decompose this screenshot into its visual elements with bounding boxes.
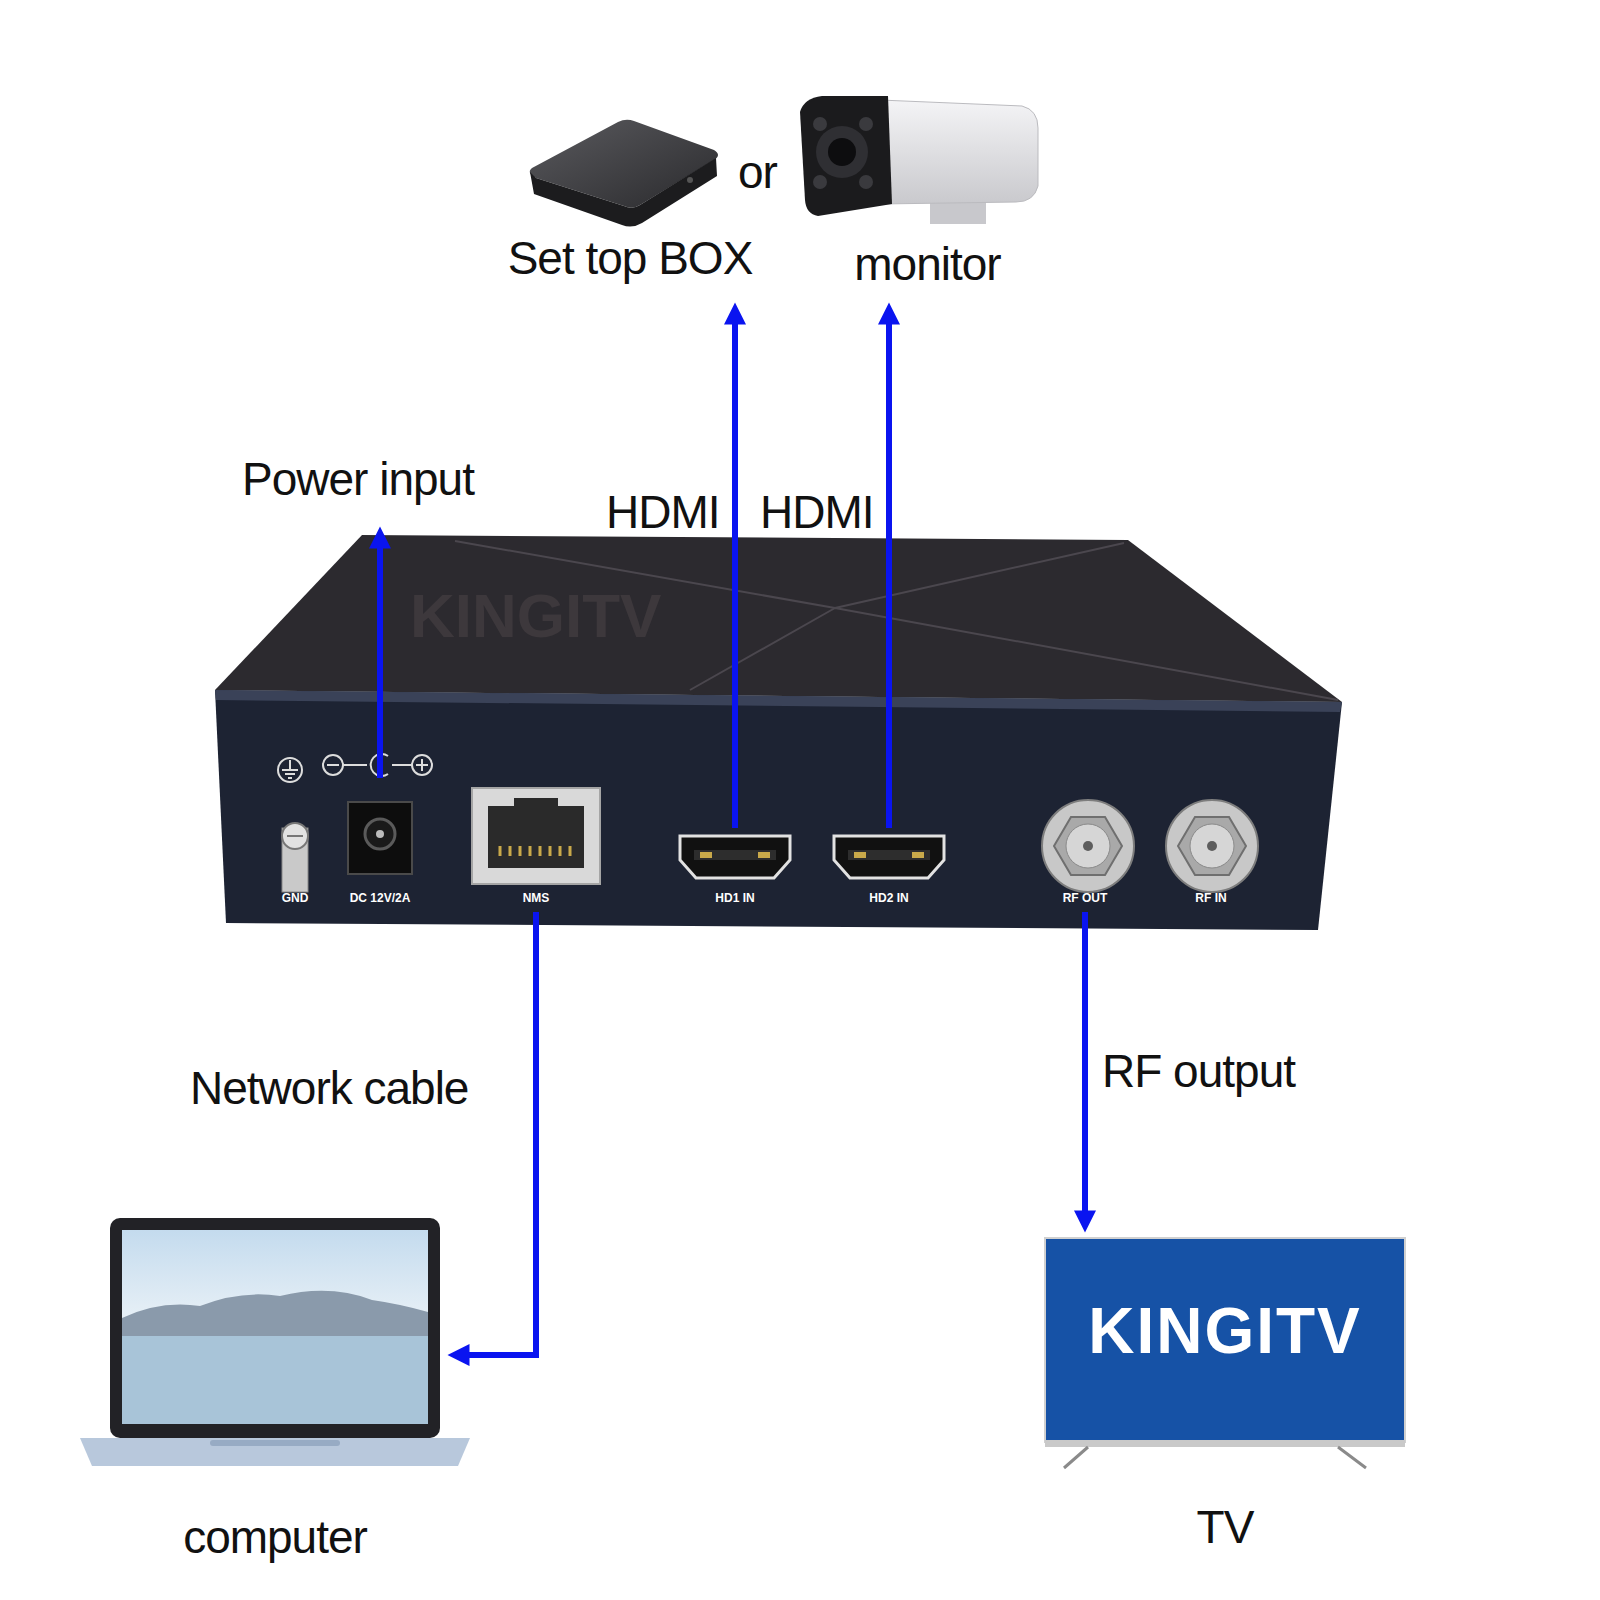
tv: KINGITV TV bbox=[1045, 1235, 1405, 1555]
laptop-screen bbox=[122, 1230, 428, 1424]
edge-label: HDMI bbox=[760, 486, 874, 539]
polarity-symbol bbox=[416, 759, 428, 771]
hdmi-input: HD2 IN bbox=[826, 828, 952, 912]
tv-stand bbox=[1064, 1447, 1366, 1468]
box-side bbox=[530, 158, 717, 227]
rj45-pins bbox=[500, 846, 570, 856]
ground-screw-slot bbox=[287, 835, 303, 837]
tv-drawing bbox=[1045, 1238, 1405, 1468]
free-label: Power input bbox=[242, 453, 474, 506]
hdmi-port bbox=[680, 836, 790, 878]
power-port: DC 12V/2A bbox=[335, 795, 425, 912]
camera-led bbox=[813, 117, 827, 131]
rj45-port bbox=[472, 788, 600, 884]
set-top-box: Set top BOX bbox=[495, 110, 765, 300]
camera-monitor: monitor bbox=[800, 90, 1055, 300]
camera-led bbox=[813, 175, 827, 189]
signal-cable bbox=[732, 316, 738, 828]
node-text: NMS bbox=[456, 892, 616, 906]
dc-jack bbox=[348, 802, 412, 874]
polarity-symbol bbox=[412, 755, 432, 775]
hdmi-contact bbox=[854, 852, 866, 858]
hdmi-tongue bbox=[848, 850, 930, 860]
polarity-symbol bbox=[327, 764, 412, 766]
device-front bbox=[215, 690, 1342, 930]
tv-screen bbox=[1045, 1238, 1405, 1442]
computer: computer bbox=[75, 1215, 445, 1570]
signal-cable bbox=[1082, 912, 1088, 1219]
rf-barrel bbox=[1066, 824, 1110, 868]
edge-label: Network cable bbox=[190, 1062, 468, 1115]
hdmi-contact bbox=[912, 852, 924, 858]
camera-lens bbox=[816, 126, 868, 178]
hdmi-tongue bbox=[694, 850, 776, 860]
laptop-notch bbox=[210, 1440, 340, 1446]
hdmi-port bbox=[834, 836, 944, 878]
tv-bezel bbox=[1045, 1440, 1405, 1447]
laptop-drawing bbox=[80, 1218, 470, 1466]
camera-led bbox=[859, 175, 873, 189]
power-wire bbox=[377, 540, 383, 778]
hdmi-contact bbox=[700, 852, 712, 858]
node-text: monitor bbox=[800, 238, 1055, 291]
camera-led bbox=[859, 117, 873, 131]
device-drawing bbox=[215, 535, 1342, 930]
camera-body bbox=[880, 100, 1038, 204]
rf-pin bbox=[1083, 841, 1093, 851]
rf-connector bbox=[1166, 800, 1258, 892]
rf-barrel bbox=[1190, 824, 1234, 868]
rf-output-port: RF OUT bbox=[1035, 795, 1135, 912]
node-text: KINGITV bbox=[410, 580, 750, 651]
node-text: TV bbox=[1045, 1501, 1405, 1554]
rf-connector bbox=[1042, 800, 1134, 892]
signal-cable bbox=[886, 316, 892, 828]
rf-input-port: RF IN bbox=[1160, 795, 1262, 912]
signal-cable bbox=[461, 912, 536, 1355]
node-text: HD1 IN bbox=[660, 892, 810, 906]
rf-nut bbox=[1178, 817, 1246, 875]
node-text: computer bbox=[75, 1511, 475, 1564]
camera-lens-core bbox=[828, 138, 856, 166]
encoder-modulator: KINGITV GNDDC 12V/2A NMS HD1 IN HD2 IN RF OUT… bbox=[215, 535, 1345, 945]
ground-symbol bbox=[278, 758, 302, 782]
device-top bbox=[215, 535, 1342, 702]
laptop-base bbox=[80, 1438, 470, 1466]
rf-flange bbox=[1042, 800, 1134, 892]
node-text: KINGITV bbox=[1045, 1295, 1405, 1369]
rf-nut bbox=[1054, 817, 1122, 875]
node-text: DC 12V/2A bbox=[323, 892, 437, 906]
ground-screw bbox=[282, 823, 308, 849]
rj45-socket bbox=[514, 798, 558, 810]
screen-lake bbox=[122, 1336, 428, 1424]
set-top-box-drawing bbox=[530, 120, 718, 227]
camera-drawing bbox=[800, 96, 1038, 224]
rj45-socket bbox=[488, 806, 584, 868]
ground-symbol bbox=[282, 760, 298, 778]
node-text: RF IN bbox=[1148, 892, 1274, 906]
camera-hood bbox=[800, 96, 892, 216]
free-label: or bbox=[738, 146, 777, 199]
node-text: RF OUT bbox=[1023, 892, 1147, 906]
device-edge bbox=[215, 690, 1342, 712]
rf-pin bbox=[1207, 841, 1217, 851]
network-port: NMS bbox=[468, 780, 604, 912]
hdmi-contact bbox=[758, 852, 770, 858]
edge-label: RF output bbox=[1102, 1045, 1295, 1098]
dc-jack-hole bbox=[365, 819, 395, 849]
laptop-lid bbox=[110, 1218, 440, 1438]
node-text: GND bbox=[256, 892, 334, 906]
ground-terminal: GND bbox=[268, 808, 322, 912]
edge-label: HDMI bbox=[606, 486, 720, 539]
rf-flange bbox=[1166, 800, 1258, 892]
node-text: HD2 IN bbox=[814, 892, 964, 906]
screen-hills bbox=[122, 1291, 428, 1336]
dc-jack-pin bbox=[376, 830, 384, 838]
node-text: Set top BOX bbox=[495, 232, 765, 285]
box-led bbox=[687, 177, 693, 183]
hdmi-input: HD1 IN bbox=[672, 828, 798, 912]
